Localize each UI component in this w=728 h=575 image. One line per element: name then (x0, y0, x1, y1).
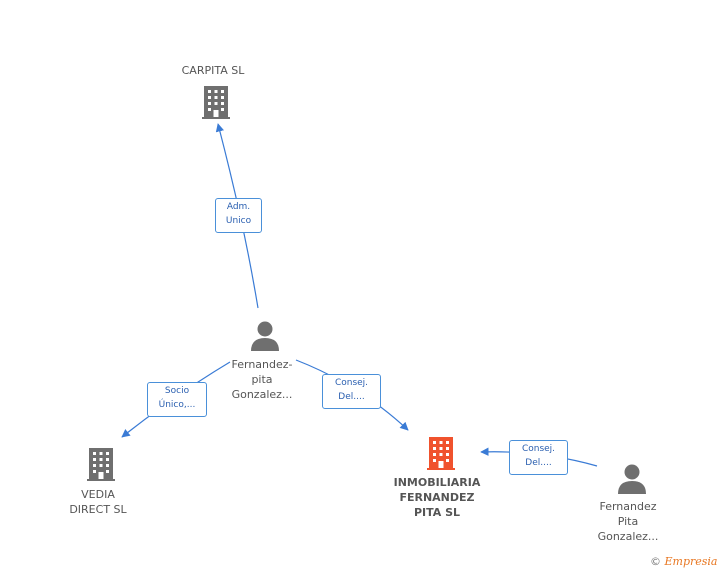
node-label-carpita[interactable]: CARPITA SL (181, 64, 245, 77)
node-label-vedia[interactable]: VEDIA DIRECT SL (69, 488, 127, 516)
node-label-person1[interactable]: Fernandez- pita Gonzalez... (231, 358, 293, 401)
building-icon[interactable] (200, 85, 232, 119)
edge-label-socio-unico[interactable]: Socio Único,... (147, 382, 207, 417)
person-icon[interactable] (249, 321, 281, 351)
empresia-watermark: © Empresia (650, 555, 718, 568)
building-icon[interactable] (85, 447, 117, 481)
building-icon[interactable] (425, 436, 457, 470)
edge-label-consej-1[interactable]: Consej. Del.... (322, 374, 381, 409)
node-label-inmobiliaria[interactable]: INMOBILIARIA FERNANDEZ PITA SL (393, 476, 481, 519)
person-icon[interactable] (616, 464, 648, 494)
copyright-symbol: © (650, 555, 661, 568)
edge-label-consej-2[interactable]: Consej. Del.... (509, 440, 568, 475)
brand-name: Empresia (664, 555, 718, 568)
edge-label-adm-unico[interactable]: Adm. Unico (215, 198, 262, 233)
node-label-person2[interactable]: Fernandez Pita Gonzalez... (597, 500, 659, 543)
